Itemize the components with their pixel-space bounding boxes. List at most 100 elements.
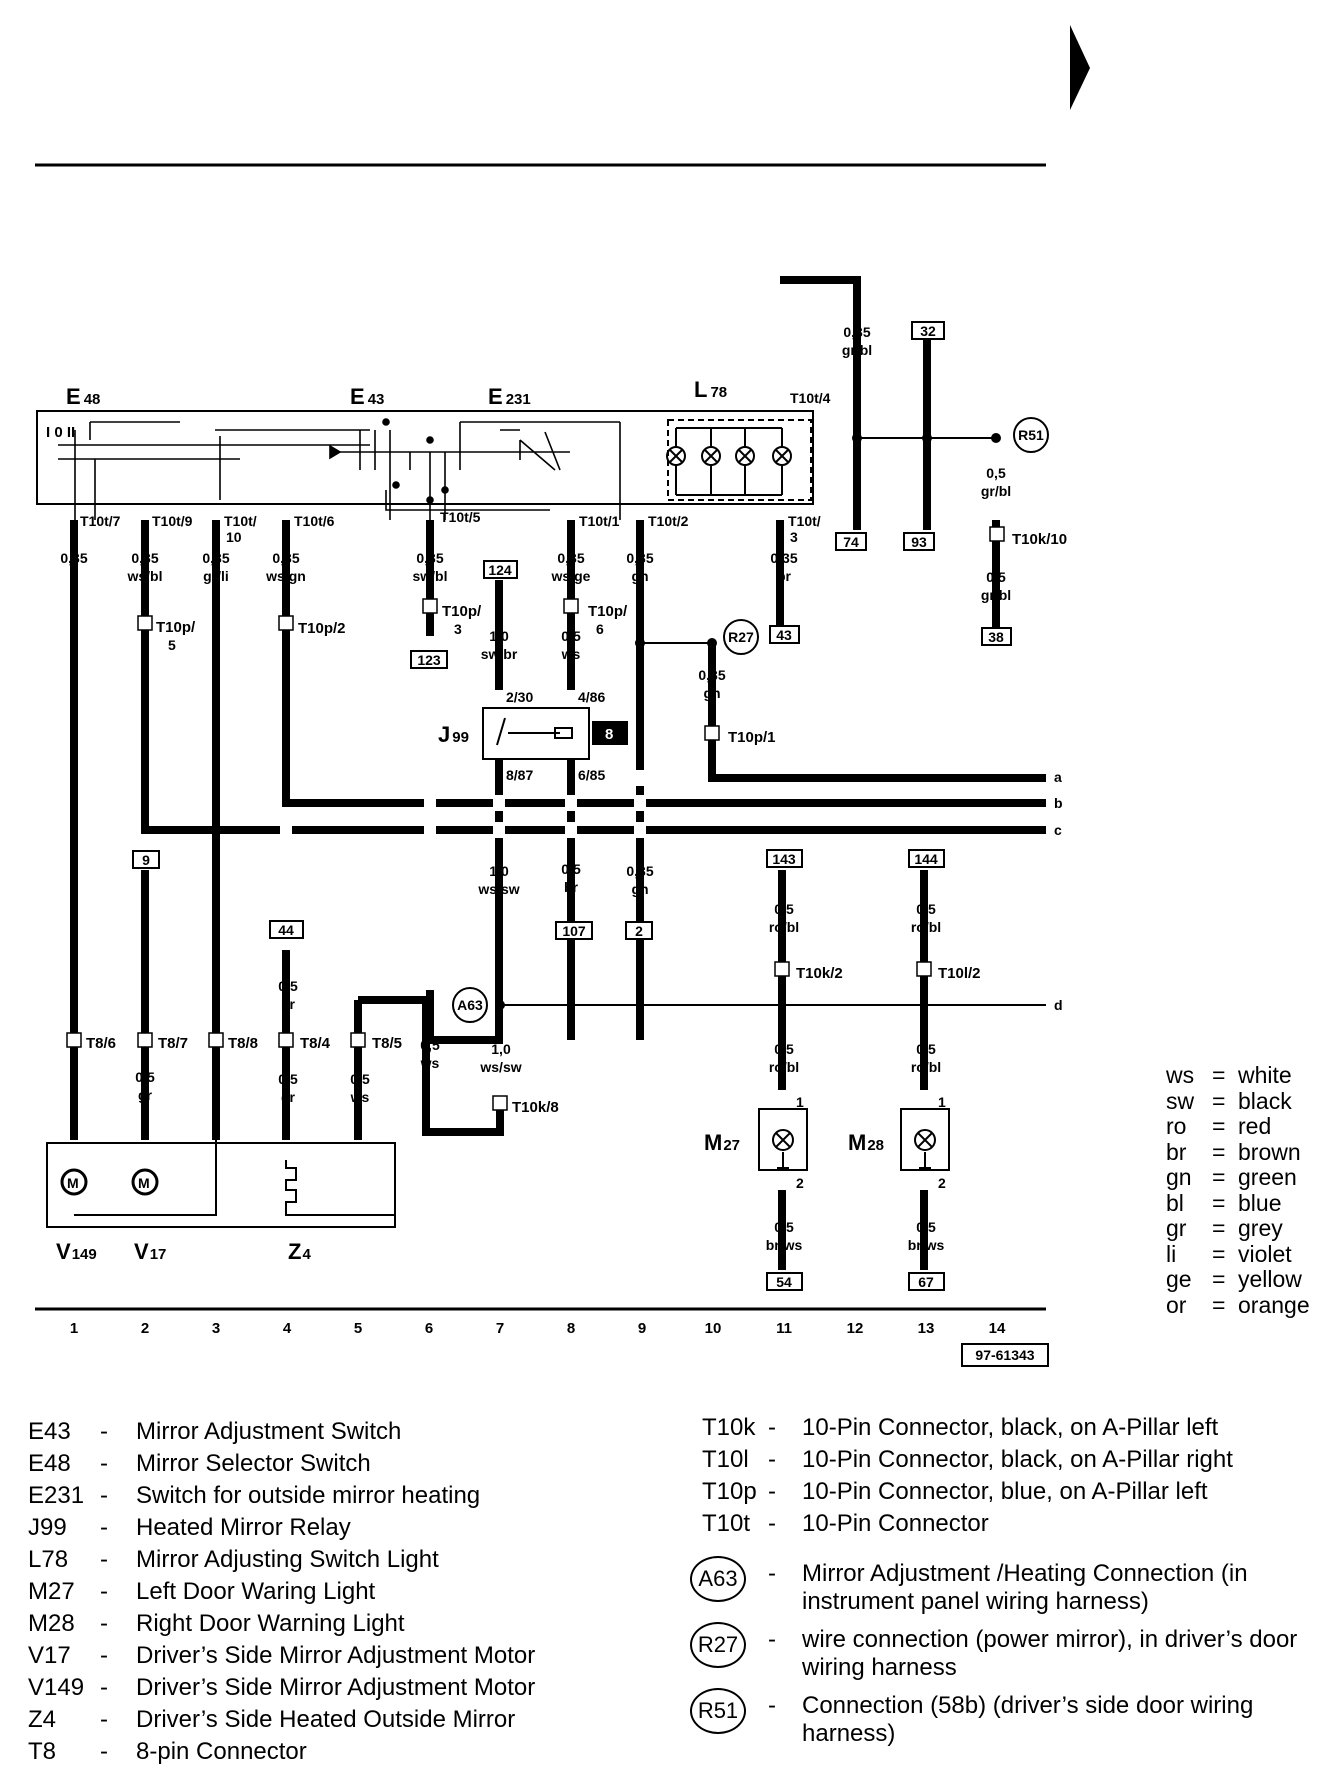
wire-color: gr/bl	[981, 483, 1011, 499]
legend-description: violet	[1238, 1240, 1292, 1267]
junction-r27: R27	[728, 629, 754, 645]
junction-r51: R51	[1018, 427, 1044, 443]
legend-row: or=orange	[1166, 1291, 1310, 1319]
legend-code: J99	[28, 1514, 67, 1541]
legend-separator: -	[100, 1482, 108, 1509]
legend-row: T10t-10-Pin Connector	[702, 1508, 1233, 1540]
wire-size: 0,5	[561, 628, 581, 644]
ref-93: 93	[911, 534, 927, 550]
junction-legend-row: A63-Mirror Adjustment /Heating Connectio…	[690, 1556, 1322, 1616]
legend-code: sw	[1166, 1087, 1195, 1114]
pin-t84: T8/4	[300, 1035, 331, 1052]
pin-t88: T8/8	[228, 1035, 258, 1052]
wiring-diagram: I 0 II M M	[35, 25, 1090, 1367]
legend-row: L78-Mirror Adjusting Switch Light	[28, 1544, 535, 1576]
pin-t10t9: T10t/9	[152, 513, 193, 529]
connector-markers	[66, 526, 1005, 1111]
legend-description: Left Door Waring Light	[136, 1578, 376, 1605]
legend-code: T10l	[702, 1446, 749, 1473]
wire-color: ws	[561, 646, 581, 662]
pin-t10t5: T10t/5	[440, 509, 481, 525]
junction-dots	[495, 433, 1001, 1010]
relay-pin-486: 4/86	[578, 689, 605, 705]
pin-t87: T8/7	[158, 1035, 188, 1052]
column-number: 7	[496, 1320, 504, 1337]
legend-code: ro	[1166, 1113, 1187, 1139]
label-m27: M27	[704, 1130, 740, 1155]
legend-code: gr	[1166, 1215, 1187, 1241]
legend-description: yellow	[1238, 1266, 1302, 1292]
wire-color: li	[70, 568, 78, 584]
wire-size: 0,5	[278, 978, 298, 994]
wire-color: ro/bl	[769, 1059, 799, 1075]
junction-badges: R51 R27 A63	[452, 417, 1049, 1023]
legend-description: Right Door Warning Light	[136, 1610, 405, 1637]
wire-size: 0,5	[916, 1219, 936, 1235]
legend-row: E231-Switch for outside mirror heating	[28, 1480, 535, 1512]
legend-row: ws=white	[1166, 1062, 1310, 1089]
switch-internals	[58, 418, 621, 520]
ref-38: 38	[988, 629, 1004, 645]
legend-description: Connection (58b) (driver’s side door wir…	[802, 1692, 1254, 1747]
pin-t10p5: T10p/	[156, 619, 196, 636]
ref-74: 74	[843, 534, 859, 550]
legend-separator: =	[1212, 1291, 1226, 1318]
wire-color: ws/sw	[479, 1059, 521, 1075]
pin-t10p3: T10p/	[442, 603, 482, 620]
selector-switch-positions: I 0 II	[46, 424, 75, 441]
ref-144: 144	[914, 851, 938, 867]
legend-description: Mirror Adjusting Switch Light	[136, 1546, 439, 1573]
ref-43: 43	[776, 627, 792, 643]
legend-description: green	[1238, 1164, 1297, 1190]
bus-breaks	[280, 770, 646, 838]
junction-badge: R27	[690, 1622, 746, 1668]
wire-size: 0,5	[916, 1041, 936, 1057]
legend-code: E48	[28, 1450, 71, 1477]
wire-size: 0,5	[350, 1071, 370, 1087]
legend-description: 10-Pin Connector, blue, on A-Pillar left	[802, 1478, 1208, 1505]
column-number: 6	[425, 1320, 433, 1337]
legend-row: T10l-10-Pin Connector, black, on A-Pilla…	[702, 1444, 1233, 1476]
wire-size: 0,5	[420, 1037, 440, 1053]
wire-size: 0,35	[416, 550, 443, 566]
legend-separator: -	[100, 1738, 108, 1765]
m27-pin-2: 2	[796, 1175, 804, 1191]
legend-row: bl=blue	[1166, 1190, 1310, 1217]
reference-boxes	[132, 321, 1012, 1291]
bus-label-d: d	[1054, 997, 1063, 1013]
bus-label-c: c	[1054, 822, 1062, 838]
legend-separator: =	[1212, 1215, 1226, 1241]
legend-separator: -	[768, 1446, 776, 1473]
wire-size: 0,35	[626, 863, 653, 879]
fuse-box-8	[592, 721, 628, 745]
legend-code: or	[1166, 1291, 1187, 1318]
legend-code: br	[1166, 1138, 1187, 1165]
wire-size: 0,35	[770, 550, 797, 566]
junction-a63: A63	[457, 997, 483, 1013]
wire-color: ws/bl	[126, 568, 162, 584]
page-continue-arrow-icon	[1070, 25, 1090, 110]
ref-67: 67	[918, 1274, 934, 1290]
wire-color: br/ws	[908, 1237, 945, 1253]
column-number: 12	[847, 1320, 864, 1337]
wire-size: 0,35	[60, 550, 87, 566]
legend-separator: =	[1212, 1113, 1226, 1139]
wire-color: gn	[631, 568, 648, 584]
relay-pin-685: 6/85	[578, 767, 605, 783]
pin-t10t3-suffix: 3	[790, 529, 798, 545]
legend-description: Mirror Adjustment /Heating Connection (i…	[802, 1560, 1248, 1615]
wire-color: ro/bl	[911, 1059, 941, 1075]
wire-size: 1,0	[491, 1041, 511, 1057]
pin-t10p6: T10p/	[588, 603, 628, 620]
wire-size: 1,0	[489, 863, 509, 879]
legend-code: gn	[1166, 1164, 1192, 1190]
wire-size: 0,5	[774, 1041, 794, 1057]
column-number: 4	[283, 1320, 292, 1337]
wire-color: br/ws	[766, 1237, 803, 1253]
pin-t10p5-suffix: 5	[168, 637, 176, 653]
pin-labels: T10t/7 T10t/9 T10t/ 10 T10t/6 T10t/5 T10…	[80, 390, 1067, 1191]
